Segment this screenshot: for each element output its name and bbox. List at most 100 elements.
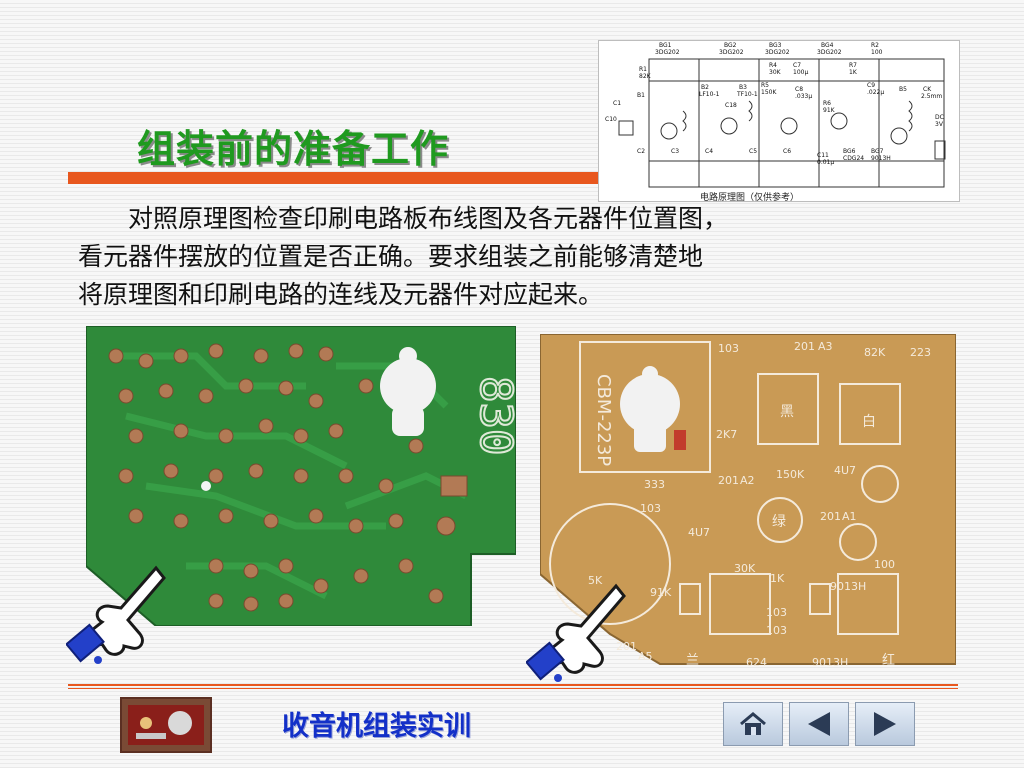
schematic-label: R6	[823, 100, 831, 107]
pcb-label: 624	[746, 656, 767, 669]
paragraph-line: 对照原理图检查印刷电路板布线图及各元器件位置图，	[128, 204, 729, 233]
schematic-label: 91K	[823, 107, 836, 114]
pointing-hand-icon	[525, 578, 636, 688]
schematic-label: C9	[867, 82, 875, 89]
pcb-label: 兰	[686, 653, 699, 668]
schematic-label: BG7	[871, 148, 884, 155]
pcb-label: 103	[718, 342, 739, 355]
schematic-label: DC	[935, 114, 944, 121]
pcb-label: 2K7	[716, 428, 737, 441]
schematic-label: BG6	[843, 148, 856, 155]
pcb-label: 100	[874, 558, 895, 571]
pcb-model-label: CBM-223P	[593, 374, 614, 466]
home-icon	[740, 712, 766, 735]
paragraph-line: 将原理图和印刷电路的连线及元器件对应起来。	[78, 280, 604, 309]
schematic-label: B2	[701, 84, 709, 91]
pcb-label: 103	[640, 502, 661, 515]
schematic-label: 150K	[761, 89, 777, 96]
schematic-label: C6	[783, 148, 791, 155]
pcb-component-side-photo: CBM-223P 103 201 A3 82K 223 2K7 黑 白 333 …	[539, 333, 957, 674]
schematic-label: B5	[899, 86, 907, 93]
next-slide-button[interactable]	[855, 702, 915, 746]
schematic-label: B3	[739, 84, 747, 91]
pcb-label: 4U7	[688, 526, 710, 539]
pcb-number-label: 830	[470, 376, 516, 455]
pcb-label: 150K	[776, 468, 805, 481]
schematic-label: R1	[639, 66, 647, 73]
schematic-label: 3DG202	[765, 49, 790, 56]
schematic-label: C18	[725, 102, 737, 109]
pcb-label: 333	[644, 478, 665, 491]
pcb-label: 黑	[780, 404, 794, 420]
footer-divider	[68, 684, 958, 686]
pcb-label: A1	[842, 510, 857, 523]
schematic-label: C10	[605, 116, 617, 123]
course-title: 收音机组装实训	[282, 711, 471, 742]
schematic-label: TF10-1	[736, 91, 758, 98]
schematic-label: .022μ	[867, 89, 884, 96]
schematic-label: C1	[613, 100, 621, 107]
pcb-label: 82K	[864, 346, 886, 359]
schematic-label: 0.01μ	[817, 159, 834, 166]
schematic-label: 3V	[935, 121, 944, 128]
pcb-label: A3	[818, 340, 833, 353]
pcb-label: 红	[882, 652, 895, 668]
schematic-label: C8	[795, 86, 803, 93]
schematic-label: CDG24	[843, 155, 864, 162]
pcb-label: 30K	[734, 562, 756, 575]
pcb-label: 白	[862, 414, 876, 430]
paragraph-line: 看元器件摆放的位置是否正确。要求组装之前能够清楚地	[78, 242, 704, 271]
pcb-label: 91K	[650, 586, 672, 599]
schematic-label: C7	[793, 62, 801, 69]
schematic-label: BG1	[659, 42, 672, 49]
pcb-label: 223	[910, 346, 931, 359]
circuit-schematic: BG1 3DG202 BG2 3DG202 BG3 3DG202 BG4 3DG…	[598, 40, 960, 202]
schematic-label: 30K	[769, 69, 782, 76]
pcb-label: 9013H	[812, 656, 848, 669]
schematic-label: LF10-1	[699, 91, 720, 98]
schematic-label: 82K	[639, 73, 652, 80]
pointing-hand-icon	[65, 560, 176, 670]
pcb-label: 1K	[770, 572, 785, 585]
pcb-label: 201	[616, 640, 637, 653]
schematic-label: 2.5mm	[921, 93, 942, 100]
triangle-left-icon	[808, 712, 830, 736]
pcb-label: 4U7	[834, 464, 856, 477]
pcb-label: A2	[740, 474, 755, 487]
schematic-caption: 电路原理图（仅供参考）	[700, 193, 800, 203]
schematic-label: 3DG202	[817, 49, 842, 56]
schematic-label: 100μ	[793, 69, 808, 76]
schematic-label: R4	[769, 62, 777, 69]
pcb-label: 103	[766, 624, 787, 637]
triangle-right-icon	[874, 712, 896, 736]
instruction-paragraph: 对照原理图检查印刷电路板布线图及各元器件位置图， 看元器件摆放的位置是否正确。要…	[78, 200, 958, 314]
schematic-label: 1K	[849, 69, 858, 76]
schematic-label: B1	[637, 92, 645, 99]
pcb-label: 9013H	[830, 580, 866, 593]
pcb-label: 5K	[588, 574, 603, 587]
schematic-label: R2	[871, 42, 879, 49]
title-underline-bar	[68, 172, 603, 184]
schematic-label: 3DG202	[719, 49, 744, 56]
pcb-label: A5	[638, 650, 653, 663]
schematic-label: CK	[923, 86, 932, 93]
schematic-label: BG3	[769, 42, 782, 49]
pcb-label: 201	[718, 474, 739, 487]
previous-slide-button[interactable]	[789, 702, 849, 746]
slide-title: 组装前的准备工作	[137, 127, 450, 171]
schematic-label: BG2	[724, 42, 737, 49]
schematic-label: BG4	[821, 42, 834, 49]
schematic-label: C3	[671, 148, 679, 155]
pcb-label: 201	[794, 340, 815, 353]
pcb-label: 103	[766, 606, 787, 619]
pcb-label: 201	[820, 510, 841, 523]
footer-divider	[68, 688, 958, 689]
schematic-label: C5	[749, 148, 757, 155]
schematic-label: R7	[849, 62, 857, 69]
schematic-label: 3DG202	[655, 49, 680, 56]
radio-thumbnail-image	[120, 697, 212, 753]
schematic-label: .033μ	[795, 93, 812, 100]
schematic-label: C11	[817, 152, 829, 159]
schematic-label: C4	[705, 148, 713, 155]
home-button[interactable]	[723, 702, 783, 746]
